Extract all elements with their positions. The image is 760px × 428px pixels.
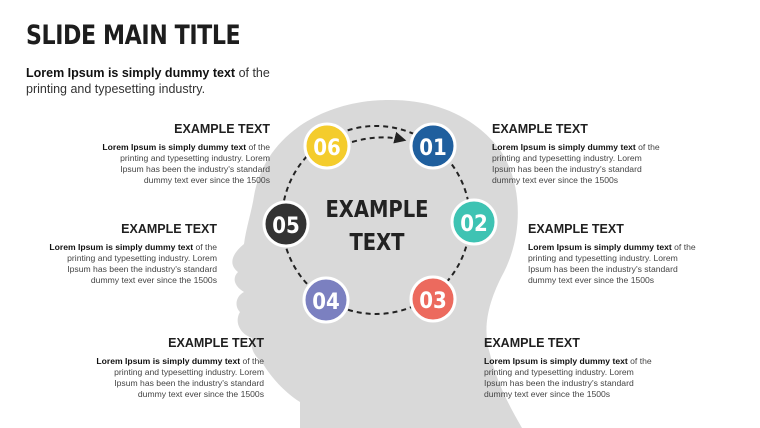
block-body: Lorem Ipsum is simply dummy text of the …	[49, 242, 217, 285]
step-06-label: 06	[313, 136, 341, 161]
block-body: Lorem Ipsum is simply dummy text of the …	[484, 356, 652, 399]
step-02-circle: 02	[450, 198, 498, 246]
step-03-label: 03	[419, 289, 447, 314]
ring-arrow	[351, 131, 407, 144]
block-heading: EXAMPLE TEXT	[121, 222, 217, 236]
center-text-line2: TEXT	[349, 230, 404, 257]
head-silhouette	[232, 100, 522, 428]
step-03-circle: 03	[409, 275, 457, 323]
text-block-03: EXAMPLE TEXT Lorem Ipsum is simply dummy…	[484, 336, 656, 400]
block-body: Lorem Ipsum is simply dummy text of the …	[102, 142, 270, 185]
slide-title: SLIDE MAIN TITLE	[26, 20, 241, 51]
block-heading: EXAMPLE TEXT	[168, 336, 264, 350]
subtitle-rest: of the printing and typesetting industry…	[26, 66, 270, 96]
text-block-04: EXAMPLE TEXT Lorem Ipsum is simply dummy…	[92, 336, 264, 400]
slide-subtitle: Lorem Ipsum is simply dummy text of the …	[26, 65, 286, 97]
block-body: Lorem Ipsum is simply dummy text of the …	[528, 242, 696, 285]
step-05-label: 05	[272, 214, 300, 239]
step-06-circle: 06	[303, 122, 351, 170]
step-01-circle: 01	[409, 122, 457, 170]
text-block-02: EXAMPLE TEXT Lorem Ipsum is simply dummy…	[528, 222, 700, 286]
text-block-06: EXAMPLE TEXT Lorem Ipsum is simply dummy…	[98, 122, 270, 186]
center-text-line1: EXAMPLE	[325, 197, 428, 224]
text-block-01: EXAMPLE TEXT Lorem Ipsum is simply dummy…	[492, 122, 664, 186]
step-05-circle: 05	[262, 200, 310, 248]
block-heading: EXAMPLE TEXT	[484, 336, 580, 350]
block-heading: EXAMPLE TEXT	[528, 222, 624, 236]
block-heading: EXAMPLE TEXT	[174, 122, 270, 136]
step-04-label: 04	[312, 290, 340, 315]
step-04-circle: 04	[302, 276, 350, 324]
subtitle-bold: Lorem Ipsum is simply dummy text	[26, 66, 236, 80]
step-02-label: 02	[460, 212, 488, 237]
block-heading: EXAMPLE TEXT	[492, 122, 588, 136]
text-block-05: EXAMPLE TEXT Lorem Ipsum is simply dummy…	[45, 222, 217, 286]
block-body: Lorem Ipsum is simply dummy text of the …	[96, 356, 264, 399]
step-01-label: 01	[419, 136, 447, 161]
block-body: Lorem Ipsum is simply dummy text of the …	[492, 142, 660, 185]
